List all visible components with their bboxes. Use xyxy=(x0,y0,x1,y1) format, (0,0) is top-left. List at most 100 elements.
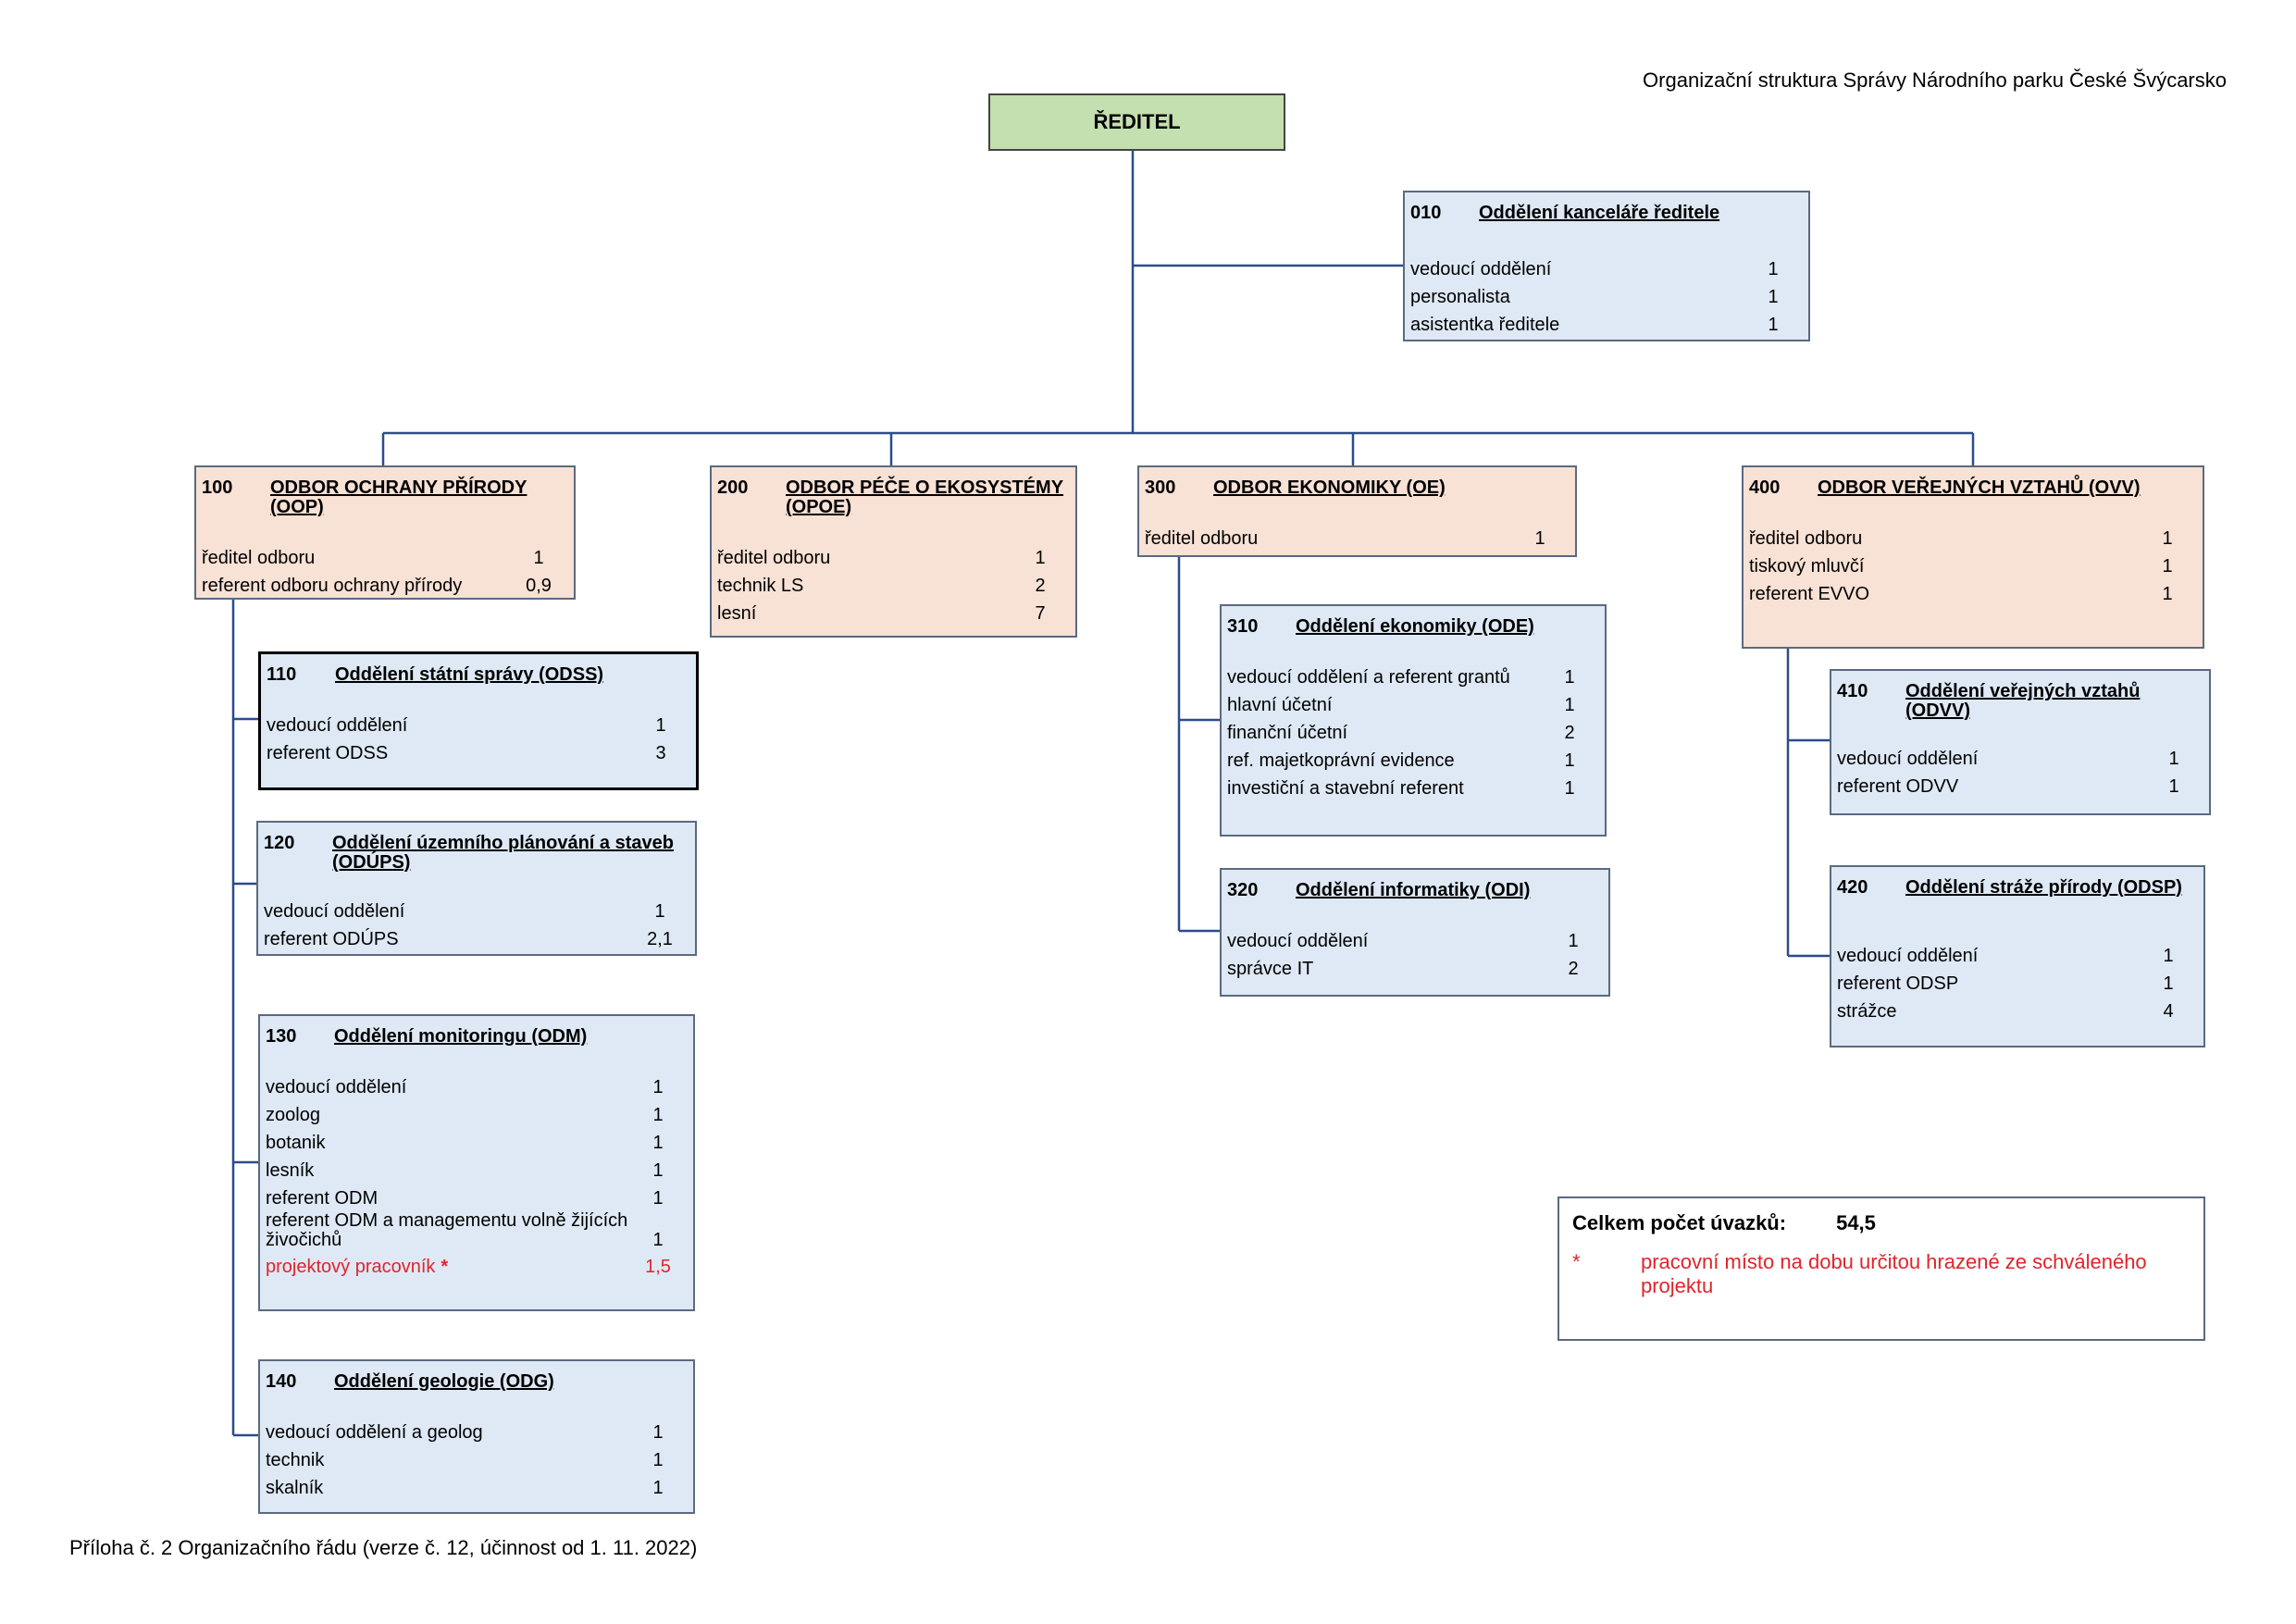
section-code: 420 xyxy=(1837,877,1868,898)
role-count: 1 xyxy=(1564,750,1575,771)
department-code: 400 xyxy=(1749,477,1781,498)
staff-row: lesník 1 xyxy=(266,1157,686,1184)
role-count: 1 xyxy=(1564,778,1575,799)
role-count: 1 xyxy=(1768,287,1779,307)
section-name: Oddělení informatiky (ODI) xyxy=(1296,880,1531,900)
section-code: 130 xyxy=(266,1026,297,1047)
role-count: 1 xyxy=(2163,973,2174,994)
department-code: 200 xyxy=(717,477,749,498)
role-count: 1 xyxy=(2168,776,2179,797)
role-label: ředitel odboru xyxy=(717,548,831,568)
section-name: Oddělení ekonomiky (ODE) xyxy=(1296,616,1534,637)
staff-row: referent ODÚPS 2,1 xyxy=(264,925,688,953)
footnote-text: pracovní místo na dobu určitou hrazené z… xyxy=(1641,1250,2147,1297)
page-title: Organizační struktura Správy Národního p… xyxy=(1643,68,2227,92)
role-count: 1 xyxy=(652,1450,664,1470)
summary-box: Celkem počet úvazků:54,5 *pracovní místo… xyxy=(1558,1196,2205,1341)
section-code: 410 xyxy=(1837,681,1868,701)
role-label: strážce xyxy=(1837,1001,1897,1022)
role-count: 1 xyxy=(2162,528,2173,549)
section-name: Oddělení státní správy (ODSS) xyxy=(335,664,604,685)
role-label: projektový pracovník xyxy=(266,1257,436,1277)
role-count: 1 xyxy=(652,1105,664,1125)
section-code: 110 xyxy=(267,664,297,685)
role-label: hlavní účetní xyxy=(1227,695,1333,715)
role-label: vedoucí oddělení xyxy=(1837,946,1979,966)
role-count: 1 xyxy=(1564,695,1575,715)
department-400-box: 400 ODBOR VEŘEJNÝCH VZTAHŮ (OVV) ředitel … xyxy=(1742,465,2204,649)
role-label: vedoucí oddělení a referent grantů xyxy=(1227,667,1510,688)
section-code: 310 xyxy=(1227,616,1259,637)
role-label: vedoucí oddělení a geolog xyxy=(266,1422,483,1443)
staff-row: vedoucí oddělení 1 xyxy=(1227,927,1601,955)
role-count: 1 xyxy=(1568,931,1579,951)
role-label: asistentka ředitele xyxy=(1410,315,1560,335)
role-count: 1 xyxy=(1564,667,1575,688)
section-name: Oddělení veřejných vztahů (ODVV) xyxy=(1905,681,2141,721)
role-count: 1 xyxy=(2162,584,2173,604)
role-label: ředitel odboru xyxy=(1749,528,1863,549)
role-label: vedoucí oddělení xyxy=(1227,931,1369,951)
department-code: 300 xyxy=(1145,477,1176,498)
section-code: 320 xyxy=(1227,880,1259,900)
role-count: 1 xyxy=(652,1133,664,1153)
role-label: referent EVVO xyxy=(1749,584,1870,604)
department-name: ODBOR VEŘEJNÝCH VZTAHŮ (OVV) xyxy=(1818,477,2141,498)
role-label: vedoucí oddělení xyxy=(266,1077,407,1097)
role-count: 7 xyxy=(1035,603,1046,624)
section-310-box: 310 Oddělení ekonomiky (ODE) vedoucí oddě… xyxy=(1220,604,1607,837)
section-110-box: 110 Oddělení státní správy (ODSS) vedoucí… xyxy=(258,651,699,790)
role-count: 2 xyxy=(1035,576,1046,596)
role-label: ředitel odboru xyxy=(202,548,316,568)
asterisk-marker: * xyxy=(1572,1250,1581,1273)
role-count: 1 xyxy=(1534,528,1545,549)
role-count: 2,1 xyxy=(647,929,673,949)
role-count: 1 xyxy=(652,1478,664,1498)
role-count: 1 xyxy=(652,1160,664,1181)
role-label: finanční účetní xyxy=(1227,723,1348,743)
project-staff-row: projektový pracovník* 1,5 xyxy=(266,1253,686,1281)
staff-row: hlavní účetní 1 xyxy=(1227,691,1597,719)
section-name: Oddělení geologie (ODG) xyxy=(334,1371,554,1392)
role-label: ředitel odboru xyxy=(1145,528,1259,549)
role-count: 1 xyxy=(652,1077,664,1097)
role-label: referent ODÚPS xyxy=(264,929,399,949)
role-label: správce IT xyxy=(1227,959,1314,979)
staff-row: technik LS 2 xyxy=(717,572,1068,600)
asterisk-marker: * xyxy=(441,1257,449,1277)
role-label: lesník xyxy=(266,1160,315,1181)
staff-row: referent ODM a managementu volně žijícíc… xyxy=(266,1211,686,1253)
section-code: 010 xyxy=(1410,203,1442,223)
role-label: technik LS xyxy=(717,576,804,596)
staff-row: asistentka ředitele 1 xyxy=(1410,311,1801,339)
role-count: 1,5 xyxy=(645,1257,671,1277)
role-count: 1 xyxy=(1768,315,1779,335)
staff-row: vedoucí oddělení 1 xyxy=(266,1073,686,1101)
section-name: Oddělení kanceláře ředitele xyxy=(1479,203,1720,223)
role-label: technik xyxy=(266,1450,325,1470)
role-label: vedoucí oddělení xyxy=(267,715,408,736)
staff-row: referent EVVO 1 xyxy=(1749,580,2195,608)
role-label: tiskový mluvčí xyxy=(1749,556,1865,576)
